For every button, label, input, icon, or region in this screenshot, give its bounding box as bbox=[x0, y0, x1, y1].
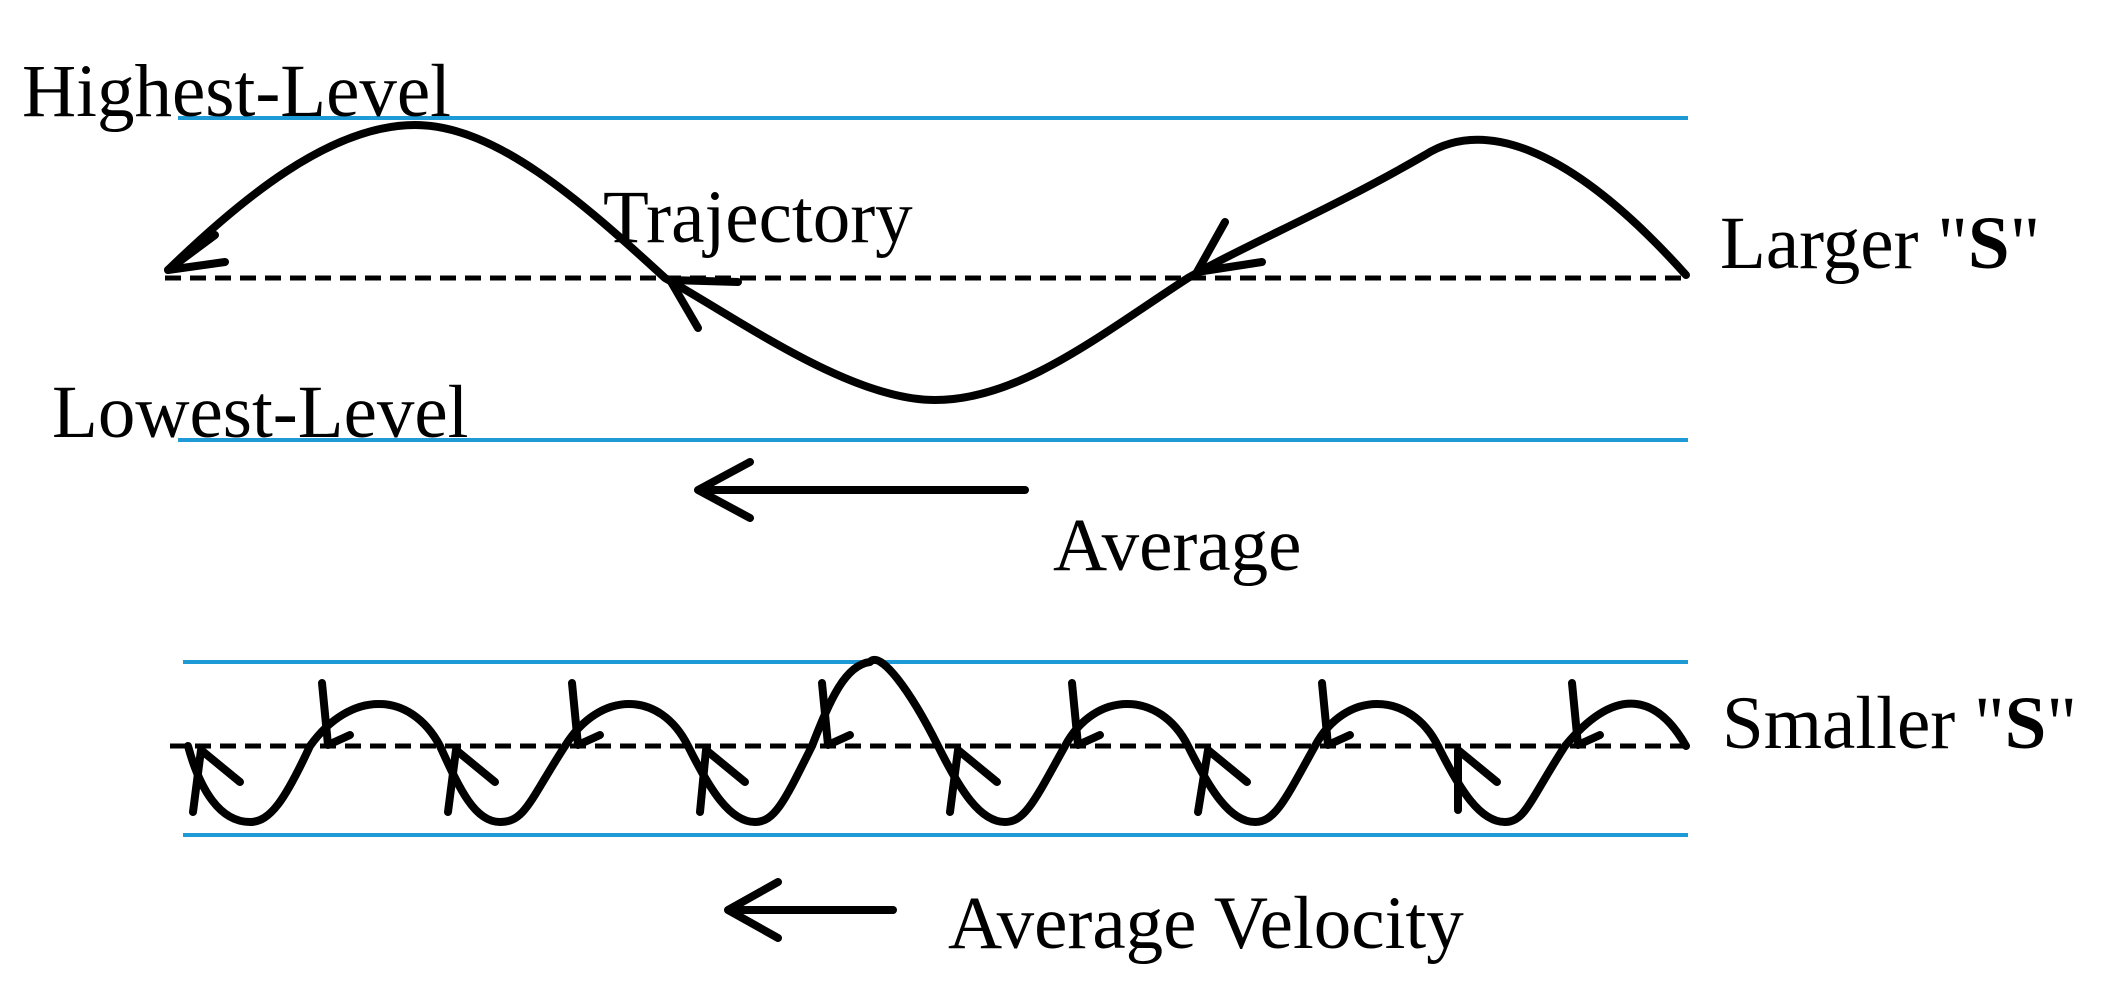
smaller-s-letter: S bbox=[2005, 682, 2047, 765]
larger-s-panel: Highest-Level Lowest-Level Trajectory La… bbox=[22, 50, 2040, 587]
smaller-s-arrowhead-2 bbox=[1318, 679, 1354, 749]
smaller-s-arrowhead-12 bbox=[189, 746, 244, 816]
lowest-level-label: Lowest-Level bbox=[52, 371, 469, 454]
trajectory-label: Trajectory bbox=[603, 176, 913, 259]
larger-s-arrowhead-left bbox=[164, 231, 229, 274]
smaller-s-trajectory bbox=[184, 656, 1690, 826]
smaller-s-arrowhead-3 bbox=[1068, 679, 1104, 749]
larger-s-letter: S bbox=[1968, 202, 2010, 285]
average-velocity-label: Average Velocity bbox=[948, 882, 1464, 965]
average-label: Average bbox=[1053, 504, 1301, 587]
smaller-s-arrowhead-9 bbox=[946, 746, 1001, 816]
larger-s-prefix: Larger " bbox=[1720, 202, 1968, 285]
smaller-s-label: Smaller "S" bbox=[1722, 682, 2077, 765]
smaller-s-arrowhead-8 bbox=[1194, 746, 1251, 816]
smaller-s-suffix: " bbox=[2046, 682, 2077, 765]
larger-s-suffix: " bbox=[2010, 202, 2041, 285]
smaller-s-prefix: Smaller " bbox=[1722, 682, 2005, 765]
larger-s-label: Larger "S" bbox=[1720, 202, 2040, 285]
smaller-s-arrowhead-5 bbox=[568, 679, 604, 749]
larger-s-arrowhead-right bbox=[1193, 218, 1266, 276]
smaller-s-arrowhead-6 bbox=[318, 679, 354, 749]
smaller-s-arrowhead-4 bbox=[818, 679, 854, 749]
smaller-s-arrowhead-1 bbox=[1568, 679, 1604, 749]
larger-s-trajectory bbox=[164, 121, 1690, 404]
average-velocity-arrow bbox=[724, 878, 897, 942]
average-arrow bbox=[694, 458, 1029, 522]
smaller-s-arrowhead-10 bbox=[696, 746, 749, 816]
larger-s-arrowhead-middle bbox=[666, 276, 742, 332]
highest-level-label: Highest-Level bbox=[22, 50, 451, 133]
smaller-s-panel: Smaller "S" Average Velocity bbox=[170, 656, 2077, 965]
smaller-s-arrowhead-7 bbox=[1454, 746, 1501, 814]
smaller-s-arrowhead-11 bbox=[444, 746, 499, 816]
